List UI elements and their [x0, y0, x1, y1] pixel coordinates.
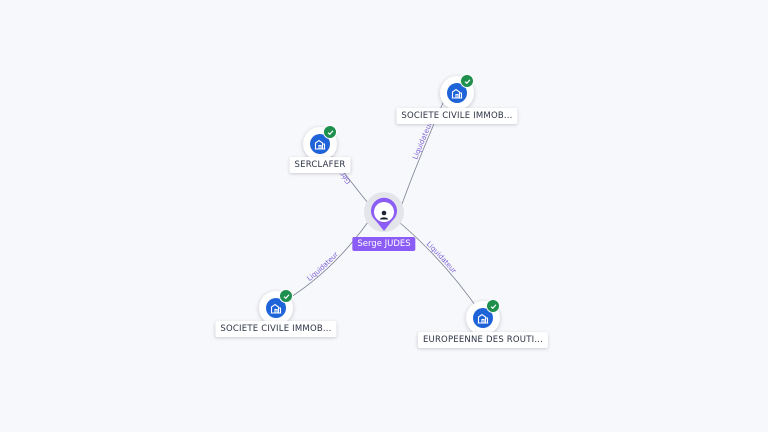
company-node-serclafer[interactable] — [303, 125, 337, 161]
company-building-icon — [266, 298, 286, 318]
person-label[interactable]: Serge JUDES — [352, 237, 416, 251]
edge-label-europeenne: Liquidateur — [425, 240, 458, 275]
company-node-sci-bottom[interactable] — [259, 289, 293, 325]
edge-label-sci-top: Liquidateur — [411, 121, 434, 161]
company-building-icon — [473, 308, 493, 328]
verified-check-icon — [279, 289, 293, 303]
company-building-icon — [447, 83, 467, 103]
company-label-serclafer[interactable]: SERCLAFER — [289, 157, 351, 173]
company-node-sci-top[interactable] — [440, 74, 474, 110]
person-icon — [378, 206, 390, 220]
verified-check-icon — [460, 74, 474, 88]
verified-check-icon — [323, 125, 337, 139]
edge-label-sci-bottom: Liquidateur — [306, 250, 340, 282]
person-node[interactable] — [362, 190, 406, 236]
company-node-europeenne[interactable] — [466, 299, 500, 335]
company-label-sci-bottom[interactable]: SOCIETE CIVILE IMMOB... — [215, 321, 337, 337]
verified-check-icon — [486, 299, 500, 313]
company-label-europeenne[interactable]: EUROPEENNE DES ROUTI... — [417, 332, 549, 348]
company-label-sci-top[interactable]: SOCIETE CIVILE IMMOB... — [396, 108, 518, 124]
company-building-icon — [310, 134, 330, 154]
